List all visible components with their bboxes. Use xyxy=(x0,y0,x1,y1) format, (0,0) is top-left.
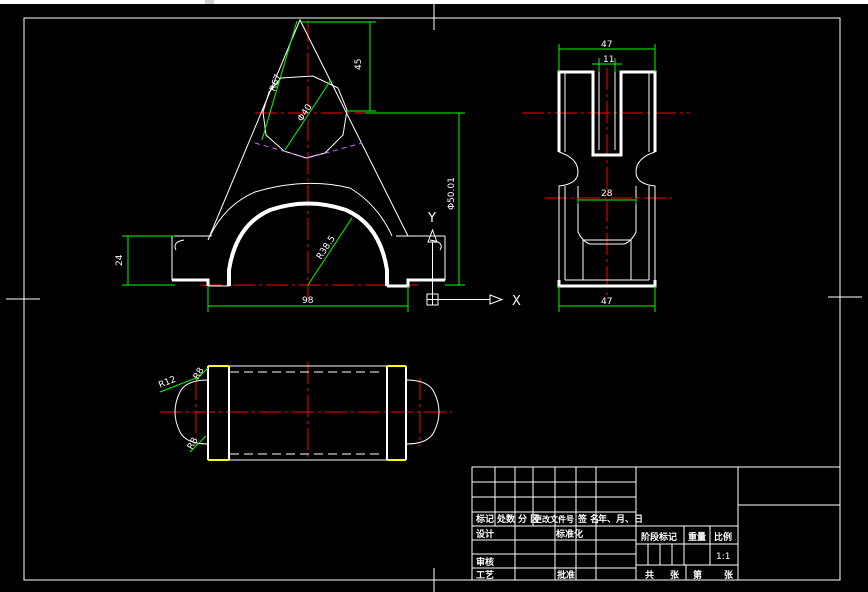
tb-process: 工艺 xyxy=(476,569,494,581)
dim-r8b-leader xyxy=(189,435,207,453)
top-view-centerlines xyxy=(160,362,452,460)
ucs-x-label: X xyxy=(512,294,521,309)
left-fillet xyxy=(174,239,185,251)
dim-50-text: Φ50.01 xyxy=(447,177,457,210)
front-view-centerlines xyxy=(200,20,418,300)
boss-circle-phi40 xyxy=(262,75,348,159)
top-corner-accents xyxy=(208,365,406,461)
title-block-texts: 标记 处数 分 区 更改文件号 签 名 年、月、日 设计 标准化 审核 工艺 批… xyxy=(475,513,734,581)
tb-sheet-no: 第 xyxy=(693,569,702,581)
ucs-y-arrow xyxy=(427,228,438,243)
drawing-frame xyxy=(6,4,862,592)
left-lug xyxy=(174,379,209,445)
side-pocket xyxy=(582,239,632,280)
side-right-waist xyxy=(635,151,656,280)
top-view: R12 R8 R8 xyxy=(157,362,452,461)
top-strip-highlight xyxy=(0,0,205,4)
dim-phi40-text: Φ40 xyxy=(296,102,315,123)
tb-header-date: 年、月、日 xyxy=(598,513,643,525)
tb-sheet-unit-1: 张 xyxy=(670,569,680,581)
window-top-strip xyxy=(0,0,868,4)
arm-tangent-lines xyxy=(207,18,409,241)
top-dimensions xyxy=(159,367,209,453)
side-left-waist xyxy=(558,151,579,280)
ucs-labels: Y X xyxy=(427,211,521,309)
title-block-border xyxy=(471,466,841,581)
tb-header-signature: 签 名 xyxy=(577,513,599,525)
title-block-grid xyxy=(471,466,841,581)
dim-phi40-leader xyxy=(284,79,332,151)
tb-approve: 批准 xyxy=(557,569,575,581)
side-outline-thin xyxy=(558,72,656,281)
side-view-centerlines xyxy=(522,68,690,298)
front-dimensions xyxy=(122,20,465,312)
right-lug xyxy=(405,379,440,445)
dim-47-bottom-text: 47 xyxy=(601,297,612,307)
dim-98-text: 98 xyxy=(302,296,314,306)
tb-standardize: 标准化 xyxy=(555,528,583,540)
tb-sheet-total: 共 xyxy=(645,569,654,581)
ucs-y-label: Y xyxy=(427,211,436,226)
tb-review: 审核 xyxy=(476,556,494,568)
dim-24-text: 24 xyxy=(115,254,125,266)
side-view: 47 11 28 47 xyxy=(522,40,690,312)
tb-sheet-unit-2: 张 xyxy=(724,569,734,581)
hidden-intersection-line xyxy=(254,142,363,159)
cad-drawing-canvas[interactable]: 45 R67 Φ40 Φ50.01 24 R38.5 98 Y X xyxy=(0,4,868,592)
dim-45-text: 45 xyxy=(354,59,364,70)
tb-scale-value: 1:1 xyxy=(716,552,730,562)
top-hidden-edges xyxy=(230,371,384,455)
tb-header-mark: 标记 xyxy=(475,513,494,525)
tb-header-zone: 分 区 xyxy=(518,513,539,525)
dim-r67-leader xyxy=(261,20,298,141)
side-bottom-edge xyxy=(557,280,657,288)
ucs-x-arrow xyxy=(489,294,504,305)
front-view: 45 R67 Φ40 Φ50.01 24 R38.5 98 xyxy=(115,18,465,312)
top-outline xyxy=(174,365,440,461)
right-fillet xyxy=(429,239,442,251)
half-bore-arch xyxy=(227,201,389,286)
dim-r8a-leader xyxy=(195,367,209,381)
ucs-icon xyxy=(426,228,504,306)
tb-weight: 重量 xyxy=(688,531,706,543)
top-bore-edges xyxy=(207,366,407,460)
front-dimension-texts: 45 R67 Φ40 Φ50.01 24 R38.5 98 xyxy=(115,59,457,306)
top-strip-highlight-right xyxy=(214,0,868,4)
base-thick-outline xyxy=(172,278,445,288)
outer-arch xyxy=(209,182,393,237)
dim-28-text: 28 xyxy=(601,189,613,199)
dim-r38-leader xyxy=(307,217,353,286)
side-dimension-texts: 47 11 28 47 xyxy=(601,40,614,307)
tb-design: 设计 xyxy=(476,528,494,540)
side-dimensions xyxy=(558,44,656,312)
dim-11-text: 11 xyxy=(603,55,614,65)
dim-r8b-text: R8 xyxy=(186,436,201,452)
tb-header-count: 处数 xyxy=(496,513,516,525)
tb-header-change-doc: 更改文件号 xyxy=(534,514,574,524)
title-block: 标记 处数 分 区 更改文件号 签 名 年、月、日 设计 标准化 审核 工艺 批… xyxy=(471,466,841,581)
tb-stage-mark: 阶段标记 xyxy=(641,531,677,543)
dim-r67-text: R67 xyxy=(268,73,283,93)
top-dimension-texts: R12 R8 R8 xyxy=(157,366,206,452)
tb-scale-label: 比例 xyxy=(714,531,732,543)
dim-r12-text: R12 xyxy=(157,375,177,391)
dim-r12-leader xyxy=(159,377,197,393)
side-bore-profile xyxy=(577,186,637,245)
dim-47-top-text: 47 xyxy=(601,40,612,50)
